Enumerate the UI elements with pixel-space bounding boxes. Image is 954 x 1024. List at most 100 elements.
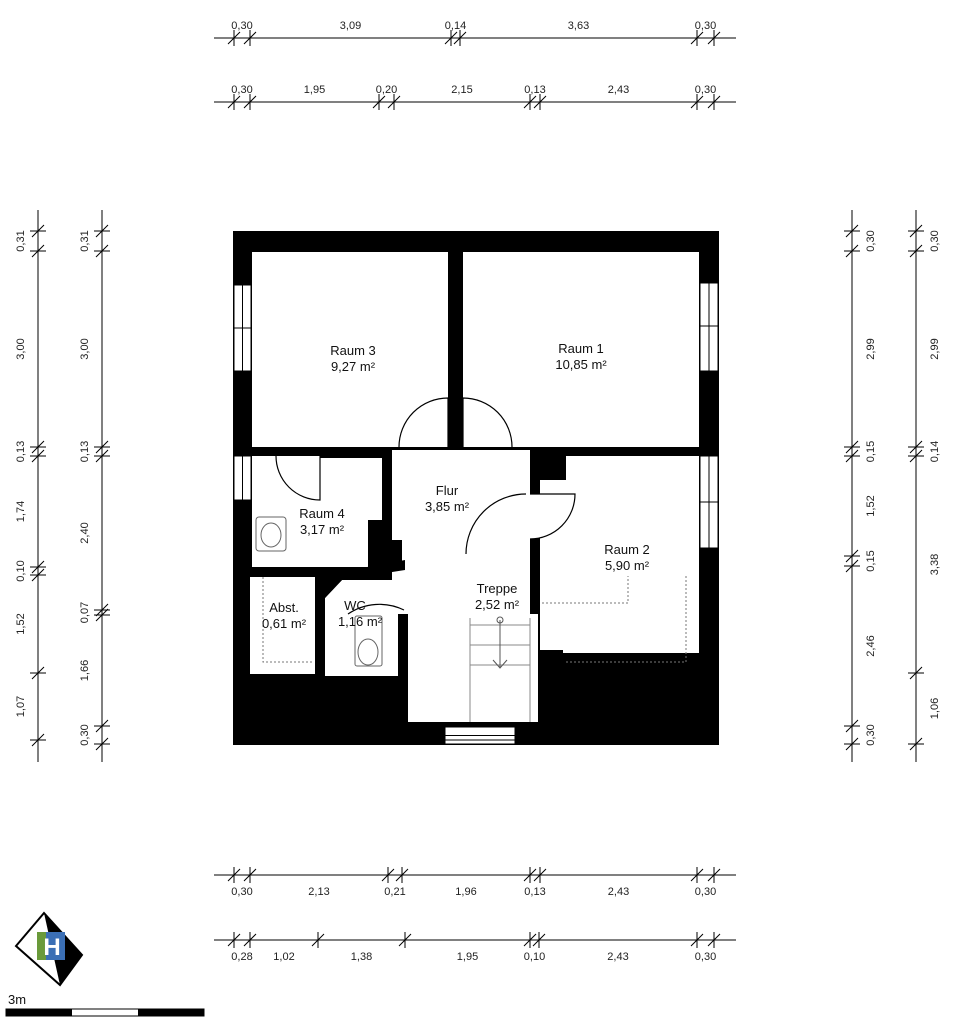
dim-label-left_col1-0: 0,31 [15, 230, 27, 251]
compass-logo-icon: H [14, 911, 84, 987]
door-raum2 [529, 493, 576, 540]
dim-label-right_col2-3: 3,38 [929, 554, 941, 575]
dim-label-right_col2-2: 0,14 [929, 441, 941, 462]
door-swings [275, 397, 576, 615]
dim-label-top_row1-1: 3,09 [340, 20, 361, 32]
scale-bar-label: 3m [8, 992, 27, 1007]
dim-label-bottom_row2-4: 0,10 [524, 951, 545, 963]
dim-label-left_col2-5: 1,66 [79, 660, 91, 681]
door-treppe [465, 493, 527, 555]
room-name-raum-3: Raum 3 [330, 343, 376, 358]
dim-top_row1: 0,30 3,09 0,14 3,63 0,30 [214, 20, 736, 46]
door-raum3 [398, 397, 449, 448]
room-area-raum-2: 5,90 m² [605, 558, 650, 573]
logo-letter: H [43, 934, 60, 961]
dim-left_col1: 0,31 3,00 0,13 1,74 0,10 1,52 1,07 [15, 210, 46, 762]
dim-label-bottom_row2-6: 0,30 [695, 951, 716, 963]
dim-label-left_col2-4: 0,07 [79, 602, 91, 623]
dim-label-right_col1-6: 0,30 [865, 724, 877, 745]
dim-label-left_col1-4: 0,10 [15, 560, 27, 581]
dim-right_col2: 0,30 2,99 0,14 3,38 1,06 [908, 210, 941, 762]
dim-label-top_row1-2: 0,14 [445, 20, 466, 32]
dim-label-left_col1-3: 1,74 [15, 501, 27, 522]
dim-label-bottom_row2-1: 1,02 [273, 951, 294, 963]
wall-between-raum3-raum1 [448, 252, 463, 447]
room-area-treppe: 2,52 m² [475, 597, 520, 612]
dim-label-right_col2-0: 0,30 [929, 230, 941, 251]
room-area-raum-3: 9,27 m² [331, 359, 376, 374]
room-area-flur: 3,85 m² [425, 499, 470, 514]
dim-label-top_row2-1: 1,95 [304, 84, 325, 96]
dim-label-right_col1-0: 0,30 [865, 230, 877, 251]
dim-label-bottom_row1-6: 0,30 [695, 886, 716, 898]
room-raum-2 [540, 456, 699, 674]
room-treppe [408, 614, 538, 722]
dim-left_col2: 0,313,000,132,400,071,660,30 [79, 210, 110, 762]
staircase [469, 616, 531, 722]
dim-label-top_row2-0: 0,30 [231, 84, 252, 96]
dim-label-left_col1-6: 1,07 [15, 696, 27, 717]
dim-label-top_row1-4: 0,30 [695, 20, 716, 32]
room-labels: Raum 3 9,27 m² Raum 1 10,85 m² Flur 3,85… [262, 341, 650, 631]
room-name-treppe: Treppe [477, 581, 518, 596]
dim-label-left_col2-1: 3,00 [79, 338, 91, 359]
room-name-flur: Flur [436, 483, 459, 498]
dim-label-bottom_row1-4: 0,13 [524, 886, 545, 898]
room-raum-1 [463, 252, 699, 447]
dim-label-bottom_row1-3: 1,96 [455, 886, 476, 898]
dim-label-right_col1-5: 2,46 [865, 635, 877, 656]
dim-label-bottom_row2-3: 1,95 [457, 951, 478, 963]
dim-right_col1: 0,302,990,151,520,152,460,30 [844, 210, 877, 762]
room-area-raum-4: 3,17 m² [300, 522, 345, 537]
dim-label-left_col1-2: 0,13 [15, 441, 27, 462]
room-name-raum-2: Raum 2 [604, 542, 650, 557]
sloped-ceiling-lines [262, 576, 687, 663]
dim-label-left_col2-6: 0,30 [79, 724, 91, 745]
dim-label-top_row2-5: 2,43 [608, 84, 629, 96]
room-flur [392, 450, 530, 614]
dim-label-right_col1-1: 2,99 [865, 338, 877, 359]
dim-label-bottom_row1-0: 0,30 [231, 886, 252, 898]
room-area-wc: 1,16 m² [338, 614, 383, 629]
dim-label-top_row1-3: 3,63 [568, 20, 589, 32]
room-area-abst: 0,61 m² [262, 616, 307, 631]
dim-label-bottom_row1-2: 0,21 [384, 886, 405, 898]
building [233, 231, 719, 745]
dim-label-top_row2-2: 0,20 [376, 84, 397, 96]
dim-label-bottom_row2-0: 0,28 [231, 951, 252, 963]
dim-label-left_col2-2: 0,13 [79, 441, 91, 462]
room-name-abst: Abst. [269, 600, 299, 615]
dim-label-left_col1-5: 1,52 [15, 613, 27, 634]
door-wc [347, 603, 405, 615]
dim-label-right_col2-1: 2,99 [929, 338, 941, 359]
windows [233, 282, 719, 745]
door-raum1 [462, 397, 513, 448]
dim-label-top_row2-6: 0,30 [695, 84, 716, 96]
dim-label-bottom_row2-2: 1,38 [351, 951, 372, 963]
dim-bottom_row1: 0,30 2,13 0,21 1,96 0,13 2,43 0,30 [214, 867, 736, 898]
dim-label-right_col1-2: 0,15 [865, 441, 877, 462]
dim-label-right_col2-4: 1,06 [929, 698, 941, 719]
dim-label-right_col1-4: 0,15 [865, 550, 877, 571]
wall-wc-diagonal [316, 560, 405, 676]
room-name-wc: WC [344, 598, 366, 613]
dim-label-top_row2-4: 0,13 [524, 84, 545, 96]
wall-raum4-bottom [252, 567, 294, 576]
wall-pier-raum2-bottom [540, 650, 563, 674]
dim-label-bottom_row1-5: 2,43 [608, 886, 629, 898]
dim-label-left_col2-3: 2,40 [79, 522, 91, 543]
door-raum4 [275, 455, 321, 501]
dim-label-bottom_row1-1: 2,13 [308, 886, 329, 898]
dim-label-left_col1-1: 3,00 [15, 338, 27, 359]
room-area-raum-1: 10,85 m² [555, 357, 607, 372]
room-name-raum-4: Raum 4 [299, 506, 345, 521]
room-abst [250, 577, 315, 674]
room-name-raum-1: Raum 1 [558, 341, 604, 356]
scale-bar [5, 1008, 205, 1017]
wall-pier-raum2 [540, 456, 566, 480]
dim-label-top_row1-0: 0,30 [231, 20, 252, 32]
